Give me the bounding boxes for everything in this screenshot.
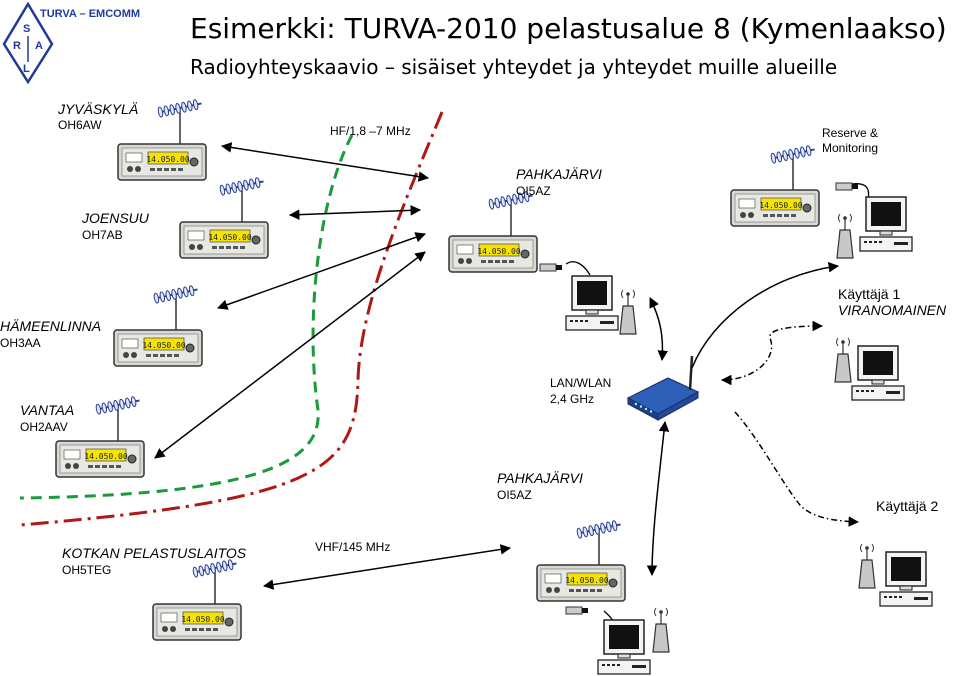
pahkajarvi-vhf-name: PAHKAJÄRVI (497, 470, 583, 486)
user2-label: Käyttäjä 2 (876, 498, 939, 514)
logo-text: TURVA – EMCOMM (40, 8, 141, 20)
jyvaskyla-name: JYVÄSKYLÄ (58, 101, 139, 117)
wlan-router (626, 355, 700, 421)
link-kotka-pahkajarvi (262, 544, 512, 590)
hameenlinna-call: OH3AA (0, 336, 41, 350)
vantaa-name: VANTAA (20, 402, 75, 418)
lan-label-line2: 2,4 GHz (550, 392, 595, 406)
wifi-adapter-pahkajarvi (619, 289, 637, 335)
jyvaskyla-call: OH6AW (58, 118, 102, 132)
usb-cable-hf (565, 261, 591, 276)
pc-pahkajarvi-vhf (597, 619, 651, 675)
kotka-name: KOTKAN PELASTUSLAITOS (62, 545, 247, 561)
link-joensuu-pahkajarvi (288, 205, 422, 220)
wifi-adapter-reserve (836, 213, 854, 259)
pc-pahkajarvi (565, 275, 619, 331)
radio-frequency-display: 14.050.00 (146, 155, 190, 164)
wifi-adapter-user1 (834, 337, 852, 383)
radio-reserve: 14.050.00 (730, 145, 820, 227)
lan-label-line1: LAN/WLAN (550, 376, 612, 390)
radio-hameenlinna: 14.050.00 (113, 285, 203, 367)
link-vantaa-pahkajarvi (154, 251, 426, 459)
radio-frequency-display: 14.050.00 (181, 615, 225, 624)
radio-vantaa: 14.050.00 (55, 396, 145, 478)
pc-reserve (859, 196, 913, 252)
usb-plug-reserve (835, 182, 858, 191)
radio-frequency-display: 14.050.00 (759, 201, 803, 210)
reserve-label-line2: Monitoring (822, 141, 879, 155)
logo-letter-a: A (35, 40, 43, 52)
radio-frequency-display: 14.050.00 (208, 233, 252, 242)
link-pc-router (649, 297, 669, 362)
pc-user1 (851, 345, 905, 401)
user1-label-line2: VIRANOMAINEN (838, 302, 947, 318)
wifi-adapter-pahkajarvi-vhf (652, 607, 670, 653)
user1-label-line1: Käyttäjä 1 (838, 286, 901, 302)
radio-pahkajarvi-hf: 14.050.00 (448, 191, 538, 273)
hf-band-label: HF/1,8 –7 MHz (330, 124, 411, 138)
vhf-boundary-line (19, 111, 444, 527)
kotka-call: OH5TEG (62, 563, 112, 577)
usb-plug-vhf (565, 606, 588, 615)
radio-frequency-display: 14.050.00 (565, 576, 609, 585)
reserve-label-line1: Reserve & (822, 126, 879, 140)
vhf-band-label: VHF/145 MHz (315, 540, 391, 554)
hameenlinna-name: HÄMEENLINNA (0, 318, 102, 334)
pc-user2 (879, 551, 933, 607)
vantaa-call: OH2AAV (20, 420, 68, 434)
link-router-pc2 (646, 420, 670, 577)
hf-boundary-line (19, 134, 354, 500)
usb-plug-hf (539, 263, 562, 272)
radio-jyvaskyla: 14.050.00 (117, 99, 207, 181)
radio-pahkajarvi-vhf: 14.050.00 (536, 520, 626, 602)
link-router-user2 (734, 411, 860, 527)
logo-letter-r: R (13, 40, 21, 52)
link-jyvaskyla-pahkajarvi (220, 142, 430, 182)
page-subtitle: Radioyhteyskaavio – sisäiset yhteydet ja… (190, 55, 838, 79)
logo-letter-s: S (23, 23, 30, 35)
radio-frequency-display: 14.050.00 (142, 341, 186, 350)
joensuu-call: OH7AB (82, 228, 123, 242)
pahkajarvi-hf-call: OI5AZ (516, 184, 551, 198)
joensuu-name: JOENSUU (82, 210, 149, 226)
logo-letter-l: L (23, 63, 30, 75)
radio-joensuu: 14.050.00 (179, 177, 269, 259)
radio-frequency-display: 14.050.00 (84, 452, 128, 461)
wifi-adapter-user2 (858, 543, 876, 589)
page-title: Esimerkki: TURVA-2010 pelastusalue 8 (Ky… (190, 12, 947, 45)
pahkajarvi-hf-name: PAHKAJÄRVI (516, 166, 602, 182)
pahkajarvi-vhf-call: OI5AZ (497, 488, 532, 502)
radio-frequency-display: 14.050.00 (477, 247, 521, 256)
radio-kotka: 14.050.00 (152, 559, 242, 641)
link-router-user1 (720, 320, 824, 386)
link-router-reserve (691, 262, 840, 369)
turva-logo: R S A L (2, 2, 54, 84)
